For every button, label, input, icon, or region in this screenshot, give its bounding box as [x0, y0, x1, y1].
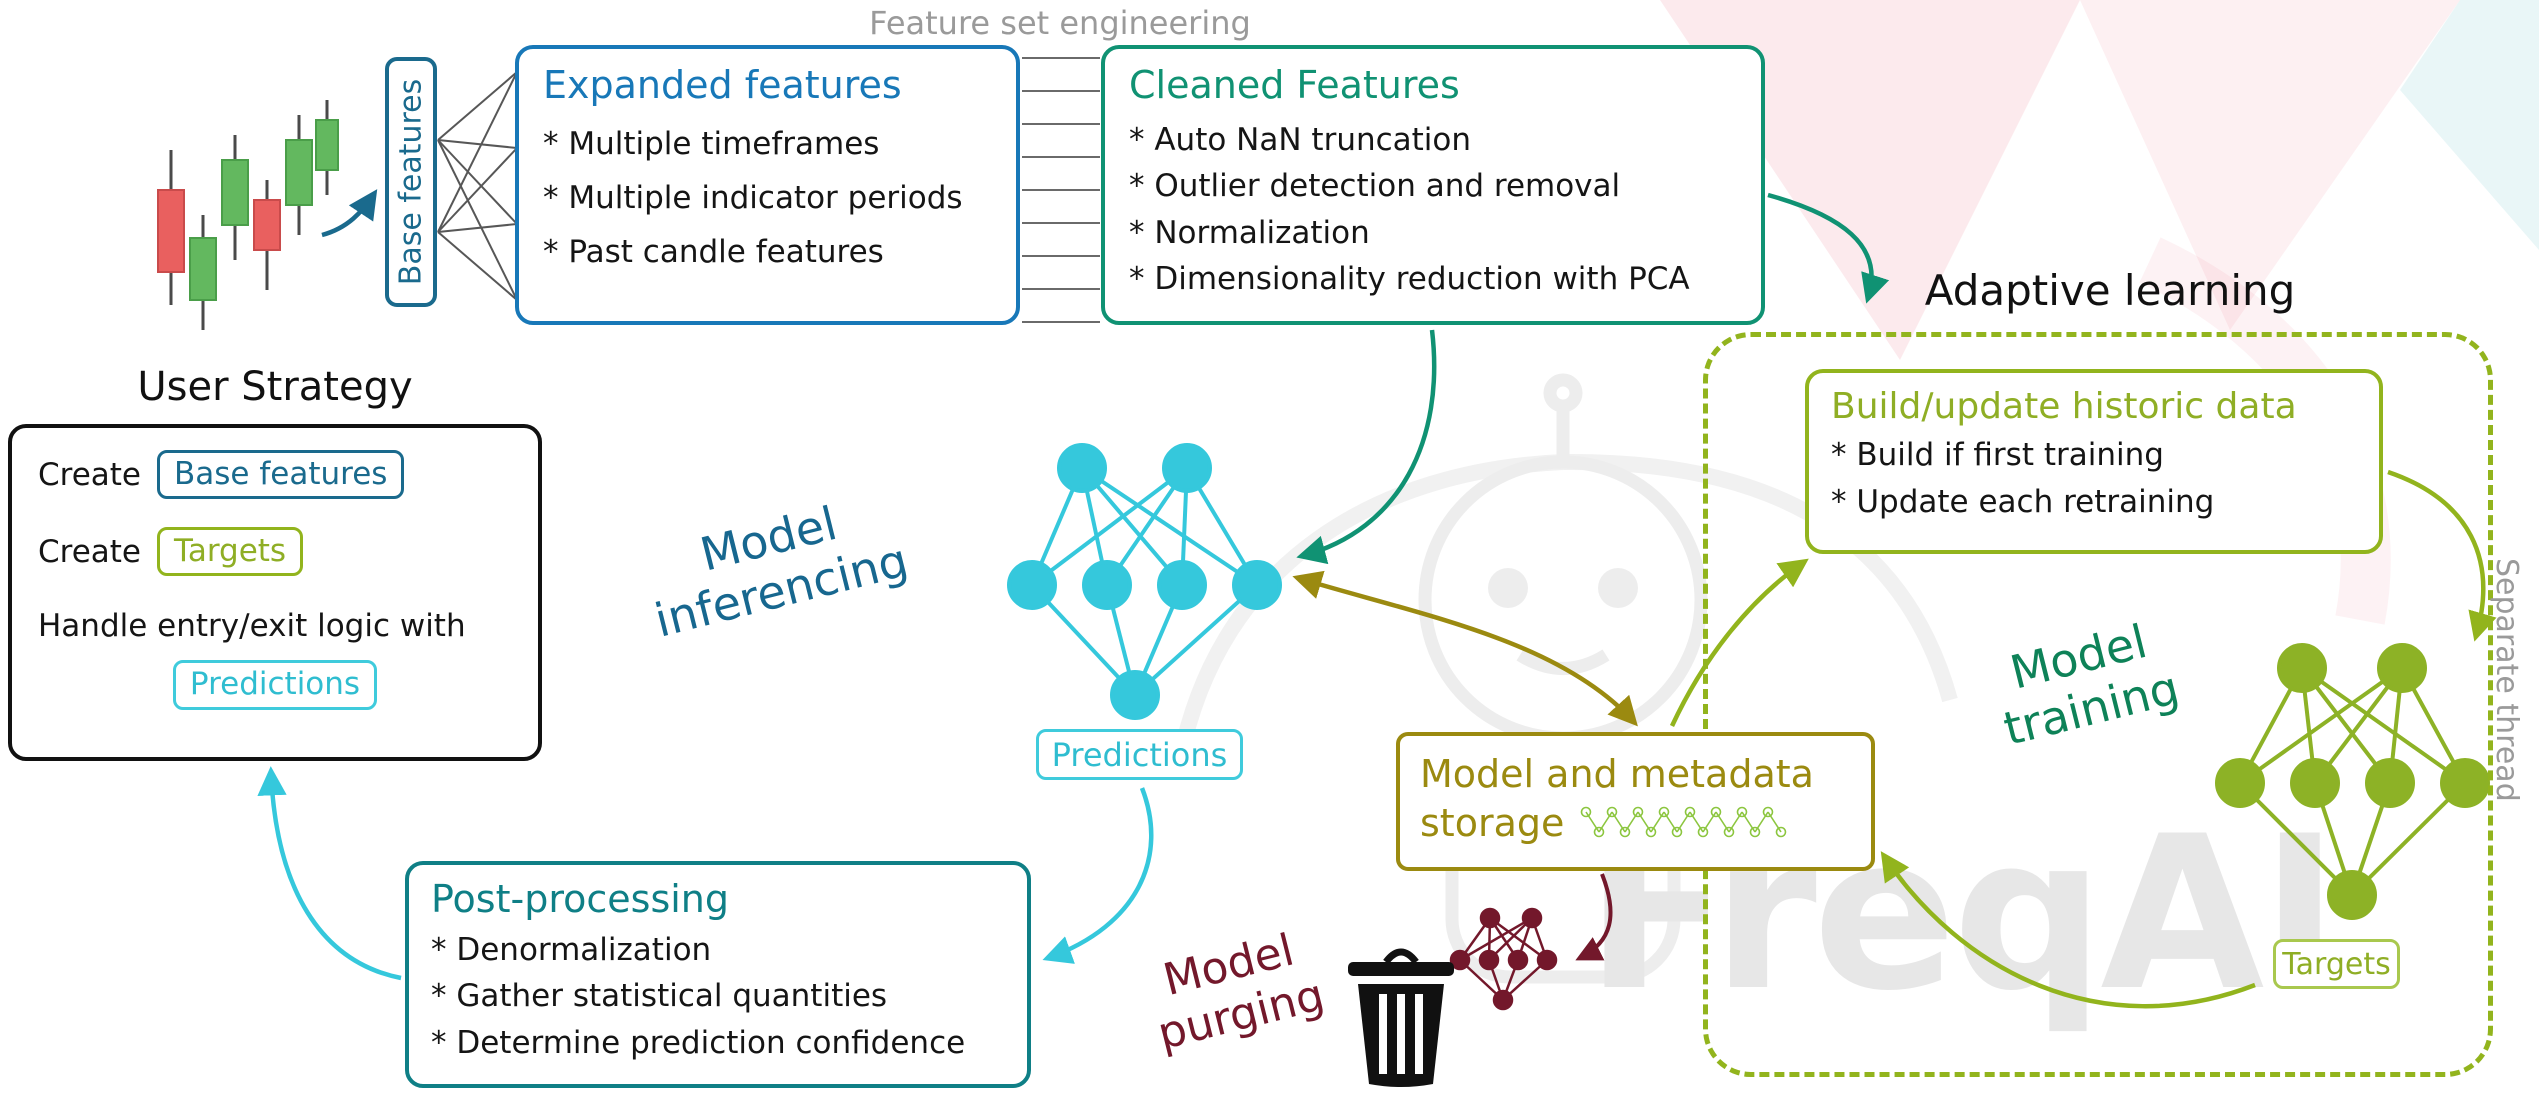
predictions-pill-row: Predictions — [38, 660, 512, 710]
build-update-title: Build/update historic data — [1831, 386, 2297, 427]
user-strategy-box: Create Base features Create Targets Hand… — [8, 424, 542, 761]
targets-pill: Targets — [157, 527, 304, 577]
cleaned-feature-item: * Dimensionality reduction with PCA — [1129, 261, 1690, 298]
create-label: Create — [38, 533, 142, 570]
arrow-build-update-to-training-network — [2387, 469, 2497, 642]
post-processing-box: Post-processing * Denormalization * Gath… — [405, 861, 1031, 1088]
handle-logic-text: Handle entry/exit logic with — [38, 608, 466, 645]
expanded-feature-item: * Multiple indicator periods — [543, 179, 963, 216]
adaptive-learning-region — [1703, 332, 2493, 1077]
predictions-pill: Predictions — [172, 660, 378, 710]
model-storage-box: Model and metadata storage — [1396, 732, 1875, 871]
cleaned-features-title: Cleaned Features — [1129, 63, 1460, 107]
create-base-features-row: Create Base features — [38, 450, 512, 500]
arrow-storage-to-build-update — [1669, 558, 1809, 727]
base-features-box: Base features — [385, 57, 437, 307]
predictions-label: Predictions — [1051, 735, 1228, 774]
candlestick-chart-icon — [157, 100, 339, 330]
user-strategy-title: User Strategy — [137, 364, 413, 410]
storage-line2: storage — [1420, 801, 1565, 846]
arrow-cleaned-to-adaptive — [1767, 192, 1890, 304]
predictions-box: Predictions — [1036, 729, 1243, 780]
build-update-box: Build/update historic data * Build if fi… — [1805, 369, 2383, 554]
build-update-item: * Update each retraining — [1831, 483, 2215, 520]
adaptive-learning-label: Adaptive learning — [1924, 266, 2296, 315]
arrow-network-storage-bidirectional — [1292, 570, 1638, 727]
base-features-label: Base features — [393, 78, 429, 286]
expanded-features-title: Expanded features — [543, 63, 902, 107]
arrow-cleaned-to-inference-network — [1296, 329, 1437, 565]
expanded-features-box: Expanded features * Multiple timeframes … — [515, 45, 1020, 325]
post-processing-title: Post-processing — [431, 877, 730, 921]
storage-line2-row: storage — [1420, 799, 1851, 848]
purged-network-icon — [1449, 907, 1558, 1011]
separate-thread-label: Separate thread — [2489, 558, 2524, 802]
arrow-training-to-storage — [1880, 851, 2256, 1009]
storage-network-glyph — [1581, 806, 1787, 838]
targets-label: Targets — [2282, 946, 2391, 982]
create-targets-row: Create Targets — [38, 527, 512, 577]
cleaned-feature-item: * Auto NaN truncation — [1129, 121, 1472, 158]
expanded-feature-item: * Multiple timeframes — [543, 125, 880, 162]
base-features-pill: Base features — [157, 450, 405, 500]
inference-network-icon — [1007, 443, 1282, 720]
storage-line1: Model and metadata — [1420, 752, 1814, 796]
fan-lines-base-to-expanded — [437, 71, 518, 301]
build-update-item: * Build if first training — [1831, 437, 2164, 474]
lines-expanded-to-cleaned — [1022, 57, 1100, 323]
post-processing-item: * Gather statistical quantities — [431, 978, 888, 1015]
arrow-candles-to-base-features — [321, 189, 378, 238]
cleaned-feature-item: * Normalization — [1129, 214, 1370, 251]
arrow-storage-to-purge-network — [1575, 873, 1613, 961]
cleaned-features-box: Cleaned Features * Auto NaN truncation *… — [1101, 45, 1765, 325]
targets-box: Targets — [2273, 939, 2400, 989]
expanded-feature-item: * Past candle features — [543, 234, 884, 271]
trash-icon — [1348, 948, 1454, 1087]
arrow-predictions-to-postprocessing — [1042, 787, 1154, 964]
post-processing-item: * Denormalization — [431, 931, 712, 968]
cleaned-feature-item: * Outlier detection and removal — [1129, 168, 1621, 205]
arrow-postprocessing-to-user-strategy — [257, 766, 402, 981]
post-processing-item: * Determine prediction confidence — [431, 1024, 966, 1061]
create-label: Create — [38, 456, 142, 493]
feature-set-engineering-label: Feature set engineering — [869, 4, 1251, 42]
